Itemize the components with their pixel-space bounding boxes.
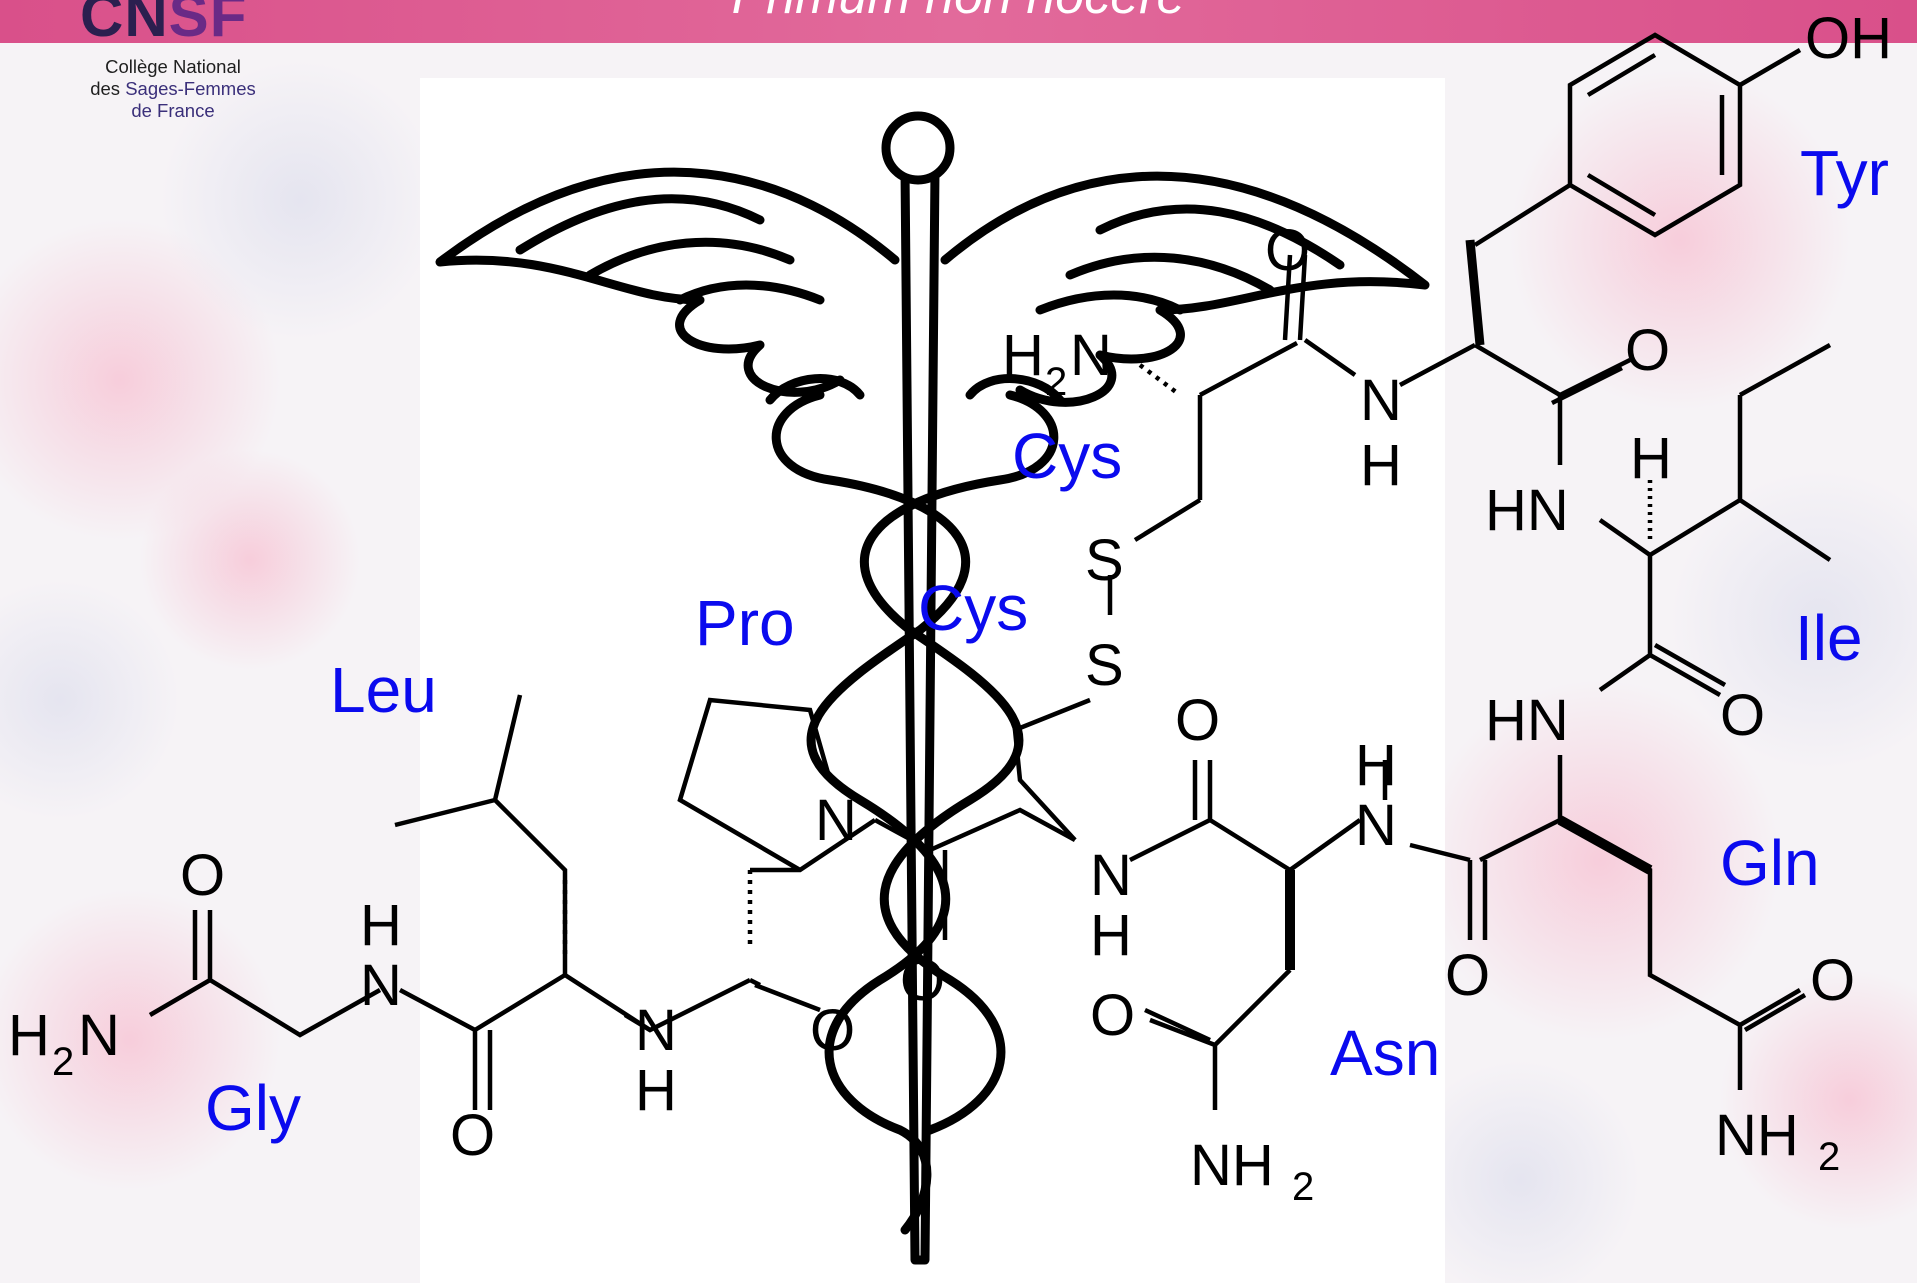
atom-h-leu: H	[635, 1058, 677, 1123]
atom-o-asn-top: O	[1175, 688, 1220, 753]
atom-o-cys-top: O	[1265, 218, 1310, 283]
logo-wordmark-cn: CN	[80, 0, 169, 49]
logo-line-2: des Sages-Femmes	[90, 78, 256, 99]
atom-h-cys: H	[1090, 903, 1132, 968]
atom-sub-cterm: 2	[52, 1040, 74, 1084]
atom-n-amide-1: N	[1360, 368, 1402, 433]
atom-o-gln: O	[1445, 943, 1490, 1008]
atom-s-2: S	[1085, 633, 1124, 698]
label-leu: Leu	[330, 654, 437, 726]
atom-o-ile: O	[1720, 683, 1765, 748]
atom-s-1: S	[1085, 528, 1124, 593]
residue-labels: Tyr Ile Gln Asn Cys Cys Pro Leu Gly	[205, 137, 1889, 1144]
atom-o-tyr: O	[1625, 318, 1670, 383]
atom-h-ile: H	[1630, 426, 1672, 491]
atom-o-asn-side: O	[1090, 983, 1135, 1048]
label-cys-mid: Cys	[918, 572, 1028, 644]
atom-symbols: OH O O N H H HN HN O S S O H N O O N H N…	[8, 6, 1892, 1209]
atom-o-leu-amide: O	[810, 998, 855, 1063]
atom-o-gly: O	[180, 843, 225, 908]
atom-sub-asn: 2	[1292, 1165, 1314, 1209]
logo-wordmark-sf: SF	[168, 0, 248, 49]
atom-nh-gln: NH	[1715, 1103, 1799, 1168]
atom-n-cys: N	[1090, 843, 1132, 908]
atom-n-gly: N	[360, 953, 402, 1018]
atom-o-pro: O	[900, 948, 945, 1013]
atom-n-nterm: N	[1070, 323, 1112, 388]
atom-n-leu: N	[635, 998, 677, 1063]
atom-nh-asn: NH	[1190, 1133, 1274, 1198]
slide-tagline: Primum non nocere	[0, 0, 1917, 22]
header-banner	[0, 0, 1917, 43]
atom-n-cterm: N	[78, 1003, 120, 1068]
atom-o-gln-side: O	[1810, 948, 1855, 1013]
molecule-bonds	[148, 32, 1832, 1110]
atom-h-nterm: H	[1002, 323, 1044, 388]
logo-wordmark: CNSF	[80, 0, 247, 46]
atom-n-asn: N	[1355, 793, 1397, 858]
label-tyr: Tyr	[1800, 137, 1889, 209]
atom-h-gly: H	[360, 893, 402, 958]
atom-h-cterm: H	[8, 1003, 50, 1068]
cnsf-logo: CNSF Collège National des Sages-Femmes d…	[80, 0, 256, 121]
label-pro: Pro	[695, 587, 795, 659]
logo-line-3: de France	[131, 100, 215, 121]
caduceus-icon	[435, 111, 1430, 1265]
label-gln: Gln	[1720, 827, 1820, 899]
atom-h-asn: H	[1355, 733, 1397, 798]
logo-line-1: Collège National	[105, 56, 241, 77]
label-ile: Ile	[1795, 602, 1863, 674]
atom-sub-gln: 2	[1818, 1135, 1840, 1179]
atom-h-amide-1: H	[1360, 433, 1402, 498]
atom-oh: OH	[1805, 6, 1892, 71]
atom-o-leu: O	[450, 1103, 495, 1168]
atom-hn-gln: HN	[1485, 688, 1569, 753]
label-cys-top: Cys	[1012, 420, 1122, 492]
atom-sub-nterm: 2	[1045, 360, 1067, 404]
atom-n-pro: N	[815, 788, 857, 853]
label-asn: Asn	[1330, 1017, 1440, 1089]
atom-hn-ile: HN	[1485, 478, 1569, 543]
logo-caption: Collège National des Sages-Femmes de Fra…	[88, 56, 258, 122]
label-gly: Gly	[205, 1072, 301, 1144]
